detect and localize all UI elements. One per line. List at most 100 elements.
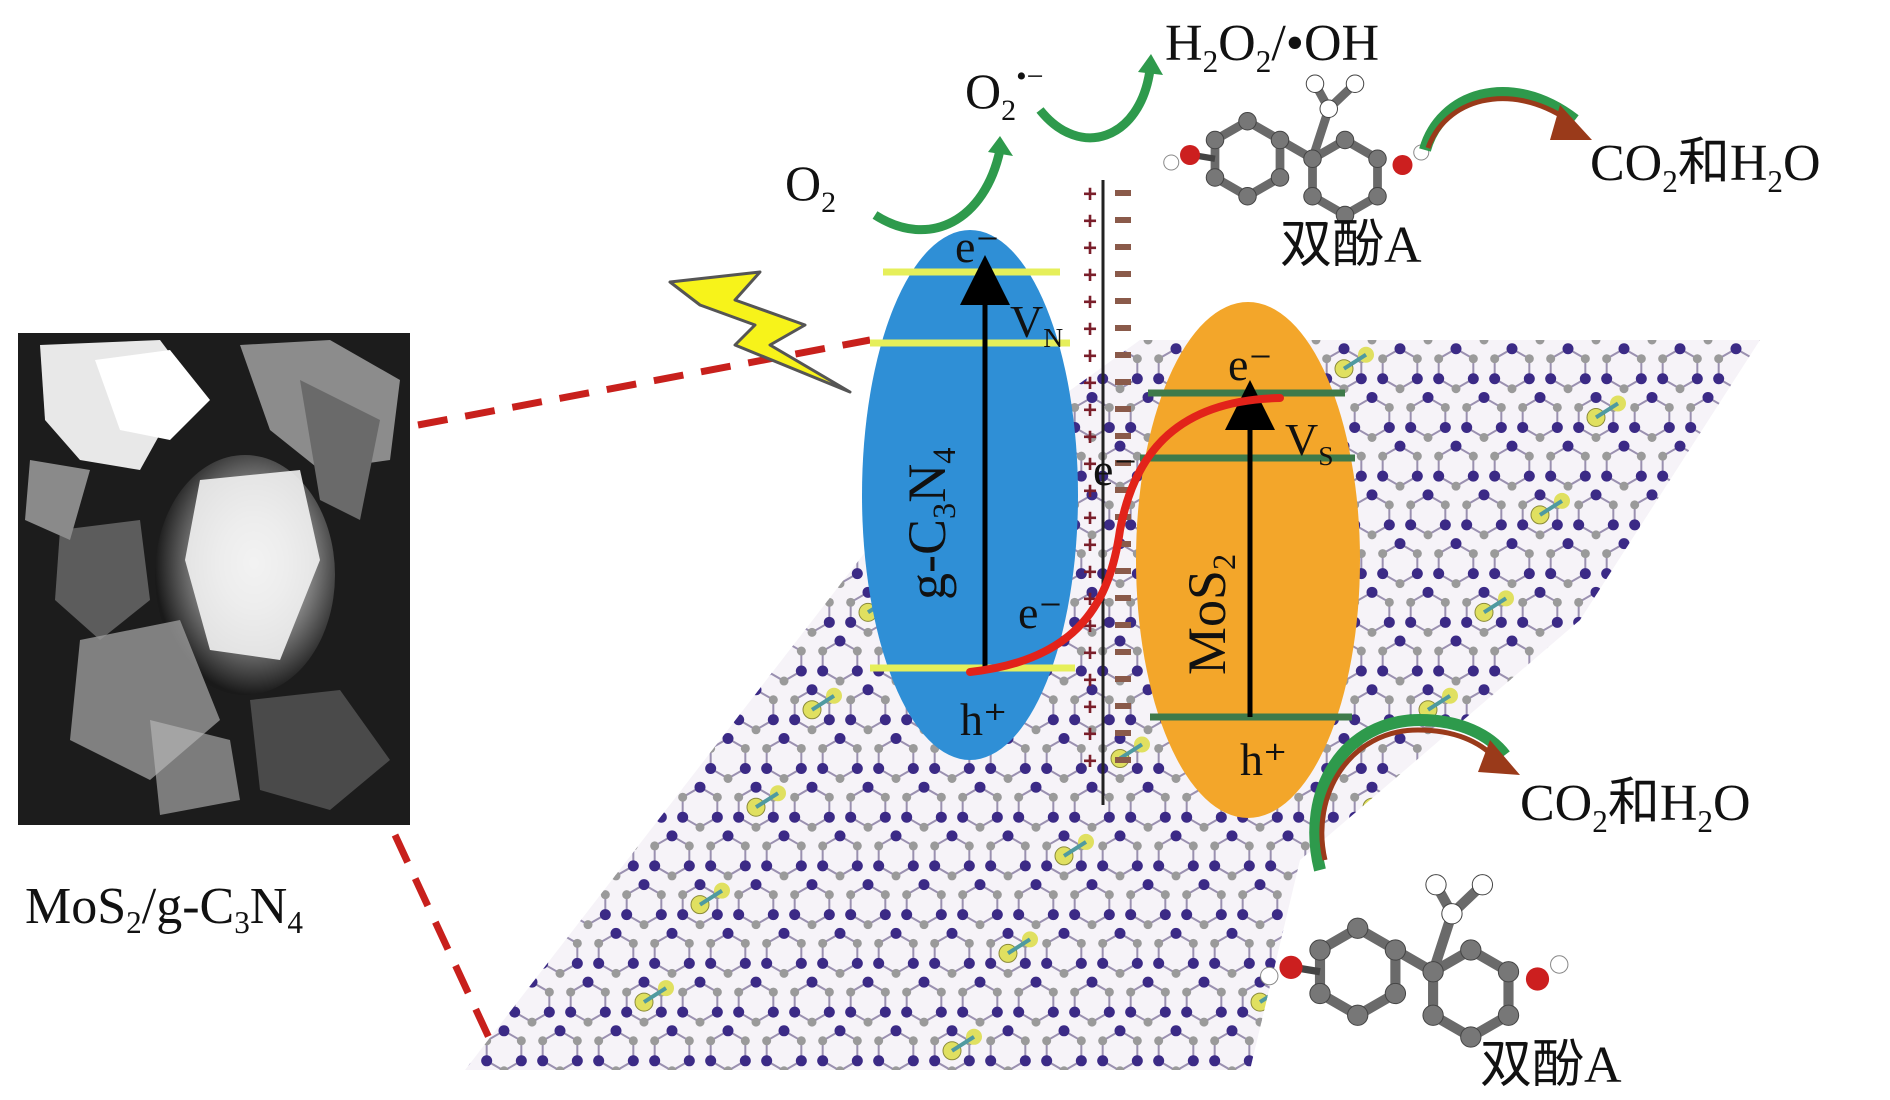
lattice-atom (1798, 403, 1807, 412)
lattice-atom (1742, 597, 1752, 607)
lattice-atom (627, 957, 639, 969)
lattice-atom (1546, 646, 1556, 656)
lattice-ring (1465, 786, 1503, 829)
lattice-atom (1439, 616, 1451, 628)
lattice-atom (761, 665, 773, 677)
mo-s-bond (642, 986, 668, 1004)
lattice-atom (1506, 538, 1518, 550)
lattice-atom (1552, 695, 1562, 705)
lattice-atom (1657, 373, 1669, 385)
lattice-atom (572, 1036, 582, 1046)
lattice-atom (957, 1006, 969, 1018)
lattice-ring (1803, 787, 1838, 827)
positive-charge: + (1083, 289, 1097, 316)
lattice-atom (1462, 500, 1472, 510)
lattice-atom (1562, 635, 1574, 647)
lattice-atom (555, 773, 565, 783)
lattice-atom (1349, 811, 1361, 823)
lattice-atom (638, 976, 650, 988)
lattice-atom (1535, 432, 1545, 442)
lattice-atom (1860, 958, 1871, 969)
lattice-atom (1131, 665, 1143, 677)
lattice-atom (795, 470, 807, 482)
lattice-atom (1731, 579, 1741, 589)
lattice-atom (1777, 500, 1786, 509)
lattice-atom (650, 1036, 660, 1046)
lattice-atom (453, 812, 464, 823)
positive-charge: + (1083, 532, 1097, 559)
lattice-atom (1405, 811, 1417, 823)
lattice-atom (481, 860, 493, 872)
lattice-atom (1378, 549, 1388, 559)
lattice-atom (1076, 646, 1086, 656)
lattice-atom (487, 616, 499, 628)
lattice-atom (1209, 957, 1221, 969)
lattice-atom (1664, 695, 1674, 705)
lattice-atom (1742, 890, 1752, 900)
product-bottom-label: CO2和H2O (1520, 775, 1751, 839)
mo-s-bond (1848, 550, 1870, 564)
lattice-atom (1159, 811, 1171, 823)
lattice-atom (527, 530, 537, 540)
lattice-atom (1758, 976, 1760, 988)
molecule-atom (1205, 168, 1225, 187)
lattice-atom (1844, 969, 1853, 978)
lattice-atom (1423, 822, 1433, 832)
lattice-atom (1534, 586, 1546, 598)
lattice-atom (1563, 676, 1573, 686)
lattice-atom (433, 306, 442, 315)
lattice-atom (778, 732, 790, 744)
lattice-background (433, 306, 1871, 1075)
lattice-atom (1691, 470, 1703, 482)
sulfur-atom (1638, 931, 1654, 948)
superoxide-arrowhead (1138, 54, 1163, 75)
lattice-atom (1496, 500, 1506, 510)
lattice-atom (1591, 530, 1601, 540)
lattice-atom (538, 743, 548, 753)
lattice-ring (597, 542, 635, 585)
lattice-atom (538, 354, 548, 364)
lattice-atom (1058, 732, 1070, 744)
lattice-atom (433, 793, 442, 802)
lattice-atom (1535, 340, 1545, 345)
lattice-atom (444, 482, 453, 491)
lattice-atom (1788, 1066, 1797, 1075)
lattice-atom (1450, 343, 1462, 355)
lattice-atom (1411, 373, 1423, 385)
molecule-atom (1384, 939, 1407, 961)
lattice-atom (902, 987, 912, 997)
lattice-atom (1534, 879, 1546, 891)
lattice-atom (852, 743, 862, 753)
lattice-atom (677, 811, 689, 823)
lattice-atom (767, 519, 779, 531)
lattice-atom (975, 822, 985, 832)
lattice-atom (1675, 871, 1685, 881)
lattice-atom (1478, 781, 1490, 793)
lattice-atom (1647, 627, 1657, 637)
lattice-atom (1741, 519, 1753, 531)
lattice-atom (739, 1055, 751, 1067)
lattice-atom (1154, 841, 1164, 851)
lattice-atom (1450, 635, 1462, 647)
lattice-ring (513, 688, 551, 731)
lattice-atom (1664, 987, 1674, 997)
lattice-atom (465, 665, 471, 677)
positive-charge: + (1083, 667, 1097, 694)
lattice-atom (1282, 830, 1294, 842)
lattice-atom (1159, 1006, 1171, 1018)
lattice-atom (806, 489, 818, 501)
lattice-atom (1861, 841, 1870, 850)
lattice-atom (515, 860, 527, 872)
lattice-atom (1590, 684, 1602, 696)
lattice-atom (1126, 306, 1135, 315)
lattice-atom (1434, 646, 1444, 656)
lattice-atom (1019, 957, 1031, 969)
lattice-atom (733, 325, 744, 336)
lattice-atom (1086, 489, 1098, 501)
lattice-atom (711, 909, 723, 921)
lattice-atom (600, 792, 610, 802)
sulfur-atom (630, 541, 646, 558)
lattice-atom (694, 391, 706, 403)
lattice-atom (1350, 890, 1360, 900)
lattice-atom (1686, 402, 1696, 412)
